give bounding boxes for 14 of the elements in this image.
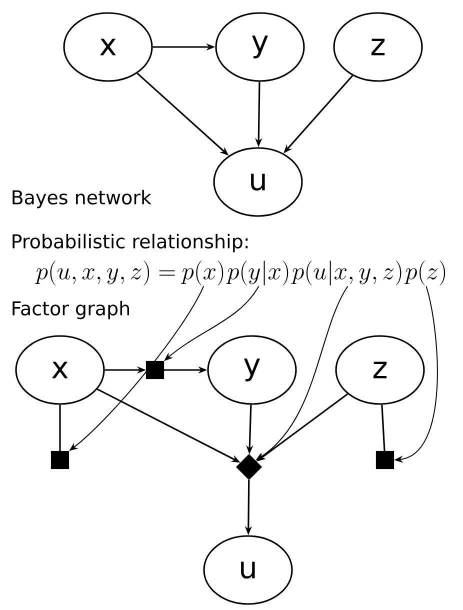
formula-term: $p(x)$ — [180, 260, 224, 286]
factor-square — [50, 450, 70, 470]
formula: $p(u,x,y,z) =$ — [35, 260, 175, 286]
factor-square — [146, 360, 164, 380]
formula-term: $p(u|x,y,z)$ — [291, 260, 402, 286]
label: Probabilistic relationship: — [12, 234, 248, 252]
formula-term: $p(y|x)$ — [226, 260, 288, 286]
label: Bayes network — [12, 190, 152, 208]
label: Factor graph — [12, 300, 130, 320]
line — [59, 404, 61, 451]
factor-square — [376, 450, 394, 470]
formula-term: $p(z)$ — [404, 260, 446, 286]
line — [381, 404, 386, 452]
factor-diamond — [236, 454, 262, 480]
